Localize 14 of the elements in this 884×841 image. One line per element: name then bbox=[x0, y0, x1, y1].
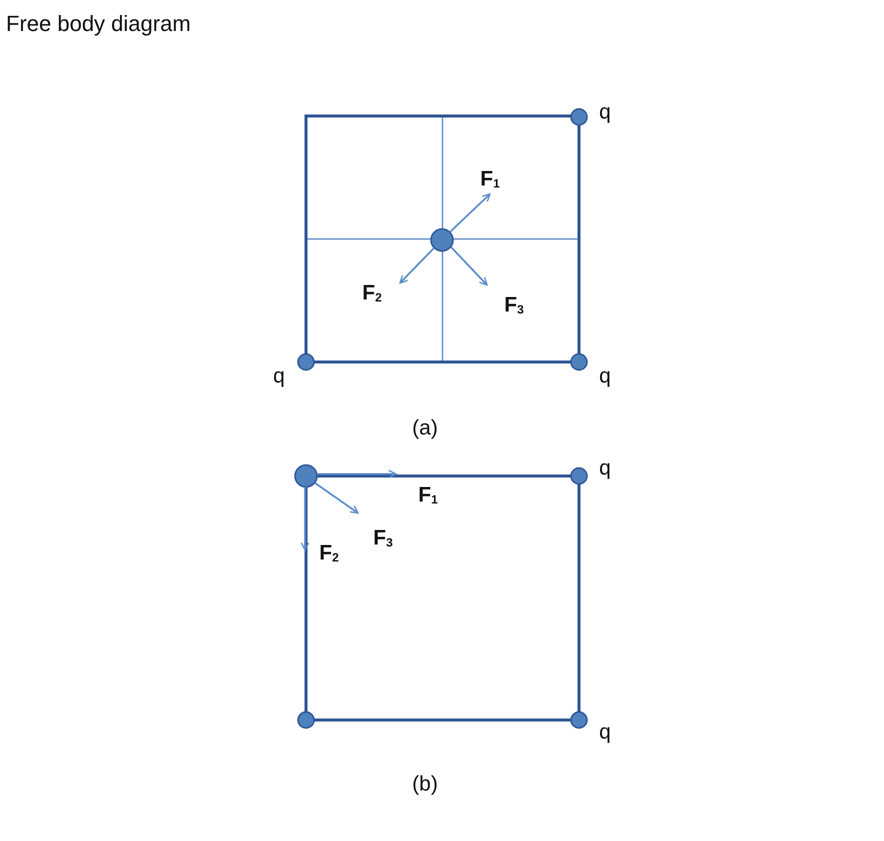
force-label: F$_{3}$ bbox=[373, 528, 393, 548]
force-label: F$_{2}$ bbox=[362, 282, 382, 304]
charge-label: q bbox=[599, 722, 611, 742]
charge-label: q bbox=[599, 366, 611, 386]
panel-label: (a) bbox=[412, 418, 438, 438]
force-label: F$_{1}$ bbox=[418, 484, 438, 506]
force-label: F$_{2}$ bbox=[319, 542, 339, 564]
force-label: F$_{1}$ bbox=[480, 168, 500, 190]
charge-label: q bbox=[273, 366, 285, 386]
diagram-title: Free body diagram bbox=[6, 11, 191, 37]
force-label: F$_{3}$ bbox=[504, 294, 524, 316]
charge-label: q bbox=[599, 458, 611, 478]
charge-label: q bbox=[599, 102, 611, 122]
panel-label: (b) bbox=[412, 774, 438, 794]
